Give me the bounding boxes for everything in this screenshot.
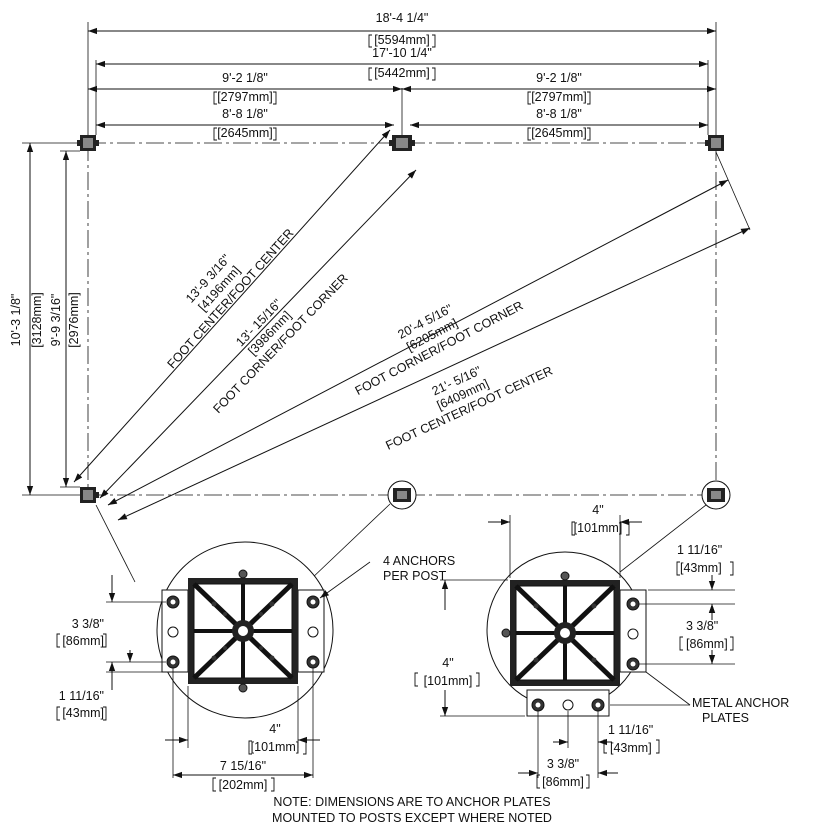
post-top-right [705,135,724,151]
post-bottom-left [80,487,99,503]
height-outer-imperial: 10'-3 1/8" [9,294,23,347]
right-edge-offset-bottom-imperial: 1 11/16" [608,723,653,737]
right-h-spacing-metric: [86mm] [542,775,584,789]
left-plate-span-imperial: 7 15/16" [220,759,266,773]
dim-diag-short-corner: 13'- 15/16" [3986mm] FOOT CORNER/FOOT CO… [99,169,417,499]
left-v-spacing-metric: [86mm] [62,634,104,648]
detail-right: 4" [101mm] 1 11/16" [43mm] 3 3/8" [86mm]… [414,503,789,789]
span-right-corner-imperial: 8'-8 1/8" [536,107,582,121]
left-v-spacing-imperial: 3 3/8" [72,617,104,631]
right-v-spacing-imperial: 3 3/8" [686,619,718,633]
span-right-center-metric: [2797mm] [531,90,587,104]
inner-width-metric: [5442mm] [374,66,430,80]
right-height-metric: [101mm] [424,674,473,688]
span-left-center-metric: [2797mm] [217,90,273,104]
left-edge-offset-metric: [43mm] [62,706,104,720]
note-line1: NOTE: DIMENSIONS ARE TO ANCHOR PLATES [273,795,550,809]
note: NOTE: DIMENSIONS ARE TO ANCHOR PLATES MO… [272,795,552,825]
dim-height-inner: 9'-9 3/16" [2976mm] [49,151,81,487]
right-callout-line2: PLATES [702,711,749,725]
span-right-center-imperial: 9'-2 1/8" [536,71,582,85]
span-left-corner-imperial: 8'-8 1/8" [222,107,268,121]
post-bottom-middle [387,480,417,510]
detail-left: 4 ANCHORS PER POST 3 3/8" [86mm] 1 11/16… [56,541,455,792]
dim-inner-width: 17'-10 1/4" [5442mm] [96,46,708,81]
post-top-middle [389,135,415,151]
right-callout-line1: METAL ANCHOR [692,696,789,710]
inner-width-imperial: 17'-10 1/4" [372,46,432,60]
left-plate-span-metric: [202mm] [219,778,268,792]
leader-left-detail [309,503,391,581]
plan-outline [22,22,751,583]
height-outer-metric: [3128mm] [30,292,44,348]
right-height-imperial: 4" [442,656,453,670]
left-edge-offset-imperial: 1 11/16" [59,689,104,703]
right-post-width-imperial: 4" [592,503,603,517]
span-right-corner-metric: [2645mm] [531,126,587,140]
height-inner-metric: [2976mm] [67,292,81,348]
overall-width-imperial: 18'-4 1/4" [376,11,429,25]
left-post-width-imperial: 4" [269,722,280,736]
dim-height-outer: 10'-3 1/8" [3128mm] [9,143,44,495]
post-top-left [77,135,99,151]
dim-diag-short-center: 13'-9 3/16" [4196mm] FOOT CENTER/FOOT CE… [73,129,391,483]
right-v-spacing-metric: [86mm] [686,637,728,651]
leader-right-detail [619,504,707,573]
left-callout-line2: PER POST [383,569,447,583]
note-line2: MOUNTED TO POSTS EXCEPT WHERE NOTED [272,811,552,825]
span-left-corner-metric: [2645mm] [217,126,273,140]
dim-span-center: 9'-2 1/8" [2797mm] 9'-2 1/8" [2797mm] [88,71,716,105]
height-inner-imperial: 9'-9 3/16" [49,294,63,347]
span-left-center-imperial: 9'-2 1/8" [222,71,268,85]
left-callout-line1: 4 ANCHORS [383,554,455,568]
right-edge-offset-top-metric: [43mm] [680,561,722,575]
dim-overall-width: 18'-4 1/4" [5594mm] [88,11,716,48]
right-edge-offset-bottom-metric: [43mm] [610,741,652,755]
left-post-width-metric: [101mm] [251,740,300,754]
overall-width-metric: [5594mm] [374,33,430,47]
right-edge-offset-top-imperial: 1 11/16" [677,543,722,557]
right-h-spacing-imperial: 3 3/8" [547,757,579,771]
right-post-width-metric: [101mm] [574,521,623,535]
post-bottom-right [701,480,731,510]
dim-diag-long-corner: 20'-4 5/16" [6205mm] FOOT CORNER/FOOT CO… [107,179,729,506]
